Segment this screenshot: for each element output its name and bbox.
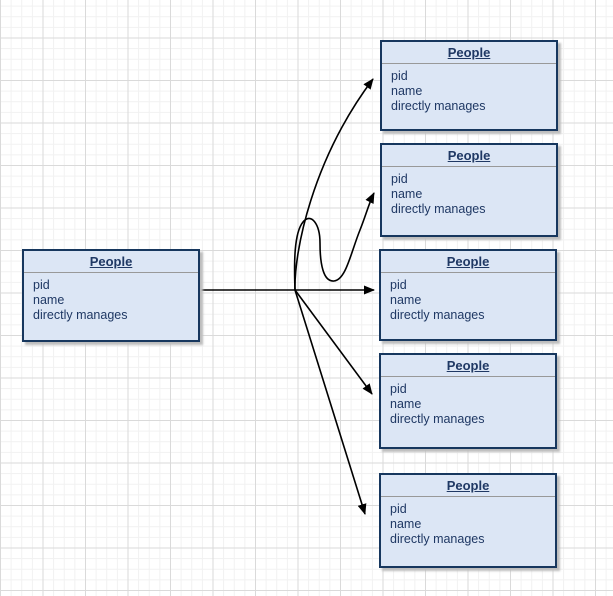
edge-left-to-right-1[interactable]	[294, 78, 374, 291]
entity-node-people-right-4[interactable]: People pid name directly manages	[379, 353, 557, 449]
attribute-row: name	[391, 187, 423, 201]
entity-node-people-right-2[interactable]: People pid name directly manages	[380, 143, 558, 237]
attribute-row: name	[390, 293, 422, 307]
entity-title: People	[381, 251, 555, 273]
entity-attributes: pid name directly manages	[24, 273, 198, 323]
attribute-row: pid	[33, 278, 50, 292]
attribute-row: pid	[390, 278, 407, 292]
entity-node-people-right-1[interactable]: People pid name directly manages	[380, 40, 558, 131]
attribute-row: pid	[391, 172, 408, 186]
attribute-row: directly manages	[391, 99, 486, 113]
entity-attributes: pid name directly manages	[381, 377, 555, 427]
edge-left-to-right-4[interactable]	[294, 289, 373, 395]
entity-title: People	[381, 475, 555, 497]
entity-node-people-right-5[interactable]: People pid name directly manages	[379, 473, 557, 568]
attribute-row: name	[390, 397, 422, 411]
entity-title: People	[382, 42, 556, 64]
attribute-row: directly manages	[390, 412, 485, 426]
entity-node-people-right-3[interactable]: People pid name directly manages	[379, 249, 557, 341]
entity-title: People	[24, 251, 198, 273]
entity-attributes: pid name directly manages	[382, 167, 556, 217]
entity-attributes: pid name directly manages	[381, 497, 555, 547]
attribute-row: directly manages	[391, 202, 486, 216]
attribute-row: pid	[391, 69, 408, 83]
attribute-row: directly manages	[390, 532, 485, 546]
attribute-row: name	[390, 517, 422, 531]
attribute-row: directly manages	[390, 308, 485, 322]
attribute-row: name	[391, 84, 423, 98]
attribute-row: pid	[390, 382, 407, 396]
attribute-row: directly manages	[33, 308, 128, 322]
attribute-row: pid	[390, 502, 407, 516]
edge-left-to-right-5[interactable]	[294, 289, 367, 515]
edge-left-to-right-2[interactable]	[293, 192, 375, 291]
attribute-row: name	[33, 293, 65, 307]
entity-title: People	[382, 145, 556, 167]
entity-attributes: pid name directly manages	[382, 64, 556, 114]
entity-attributes: pid name directly manages	[381, 273, 555, 323]
entity-node-people-left[interactable]: People pid name directly manages	[22, 249, 200, 342]
entity-title: People	[381, 355, 555, 377]
